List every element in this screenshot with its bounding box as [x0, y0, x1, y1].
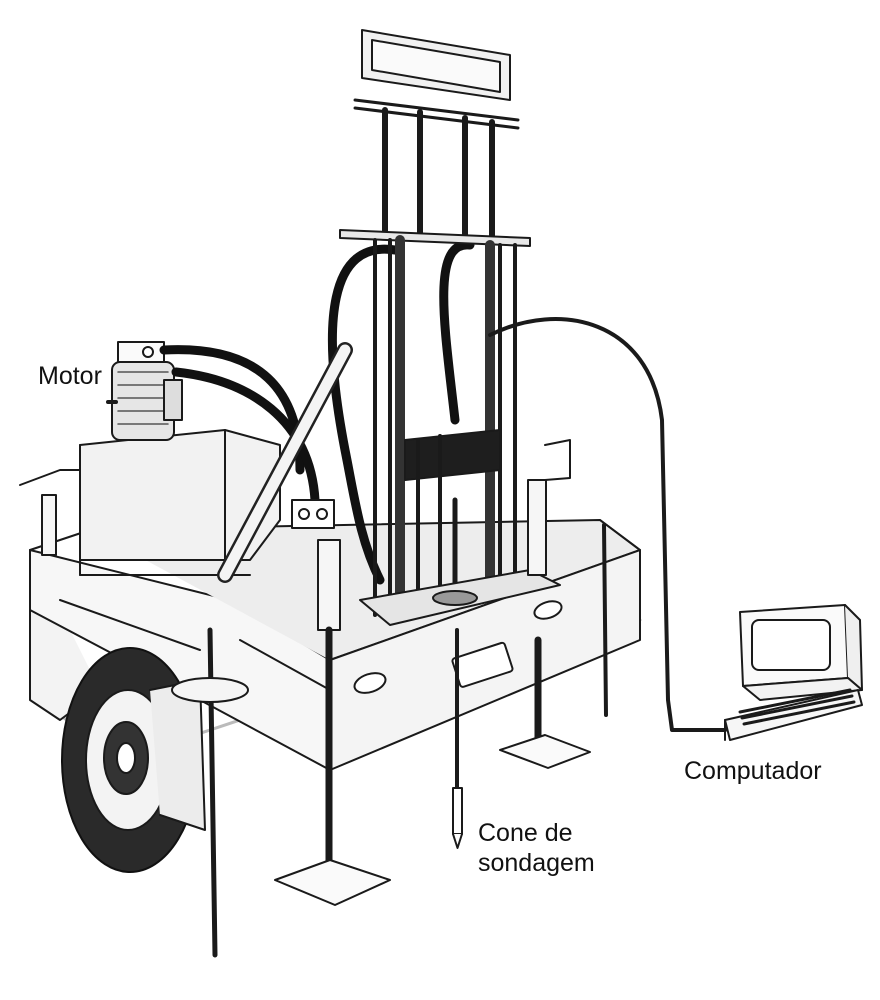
computer-label: Computador [684, 757, 822, 785]
mast [339, 29, 561, 626]
wheel [61, 647, 249, 873]
motor-label: Motor [38, 362, 102, 390]
motor [106, 341, 183, 441]
motor-housing [79, 429, 281, 576]
cone-label: Cone de sondagem [478, 818, 595, 878]
data-cable [488, 317, 727, 732]
computer [724, 604, 863, 741]
mast-brace [217, 342, 353, 583]
cone-label-line1: Cone de [478, 819, 573, 847]
cone-label-line2: sondagem [478, 849, 595, 877]
outrigger-jacks [41, 439, 608, 958]
cone-rod [452, 628, 463, 849]
